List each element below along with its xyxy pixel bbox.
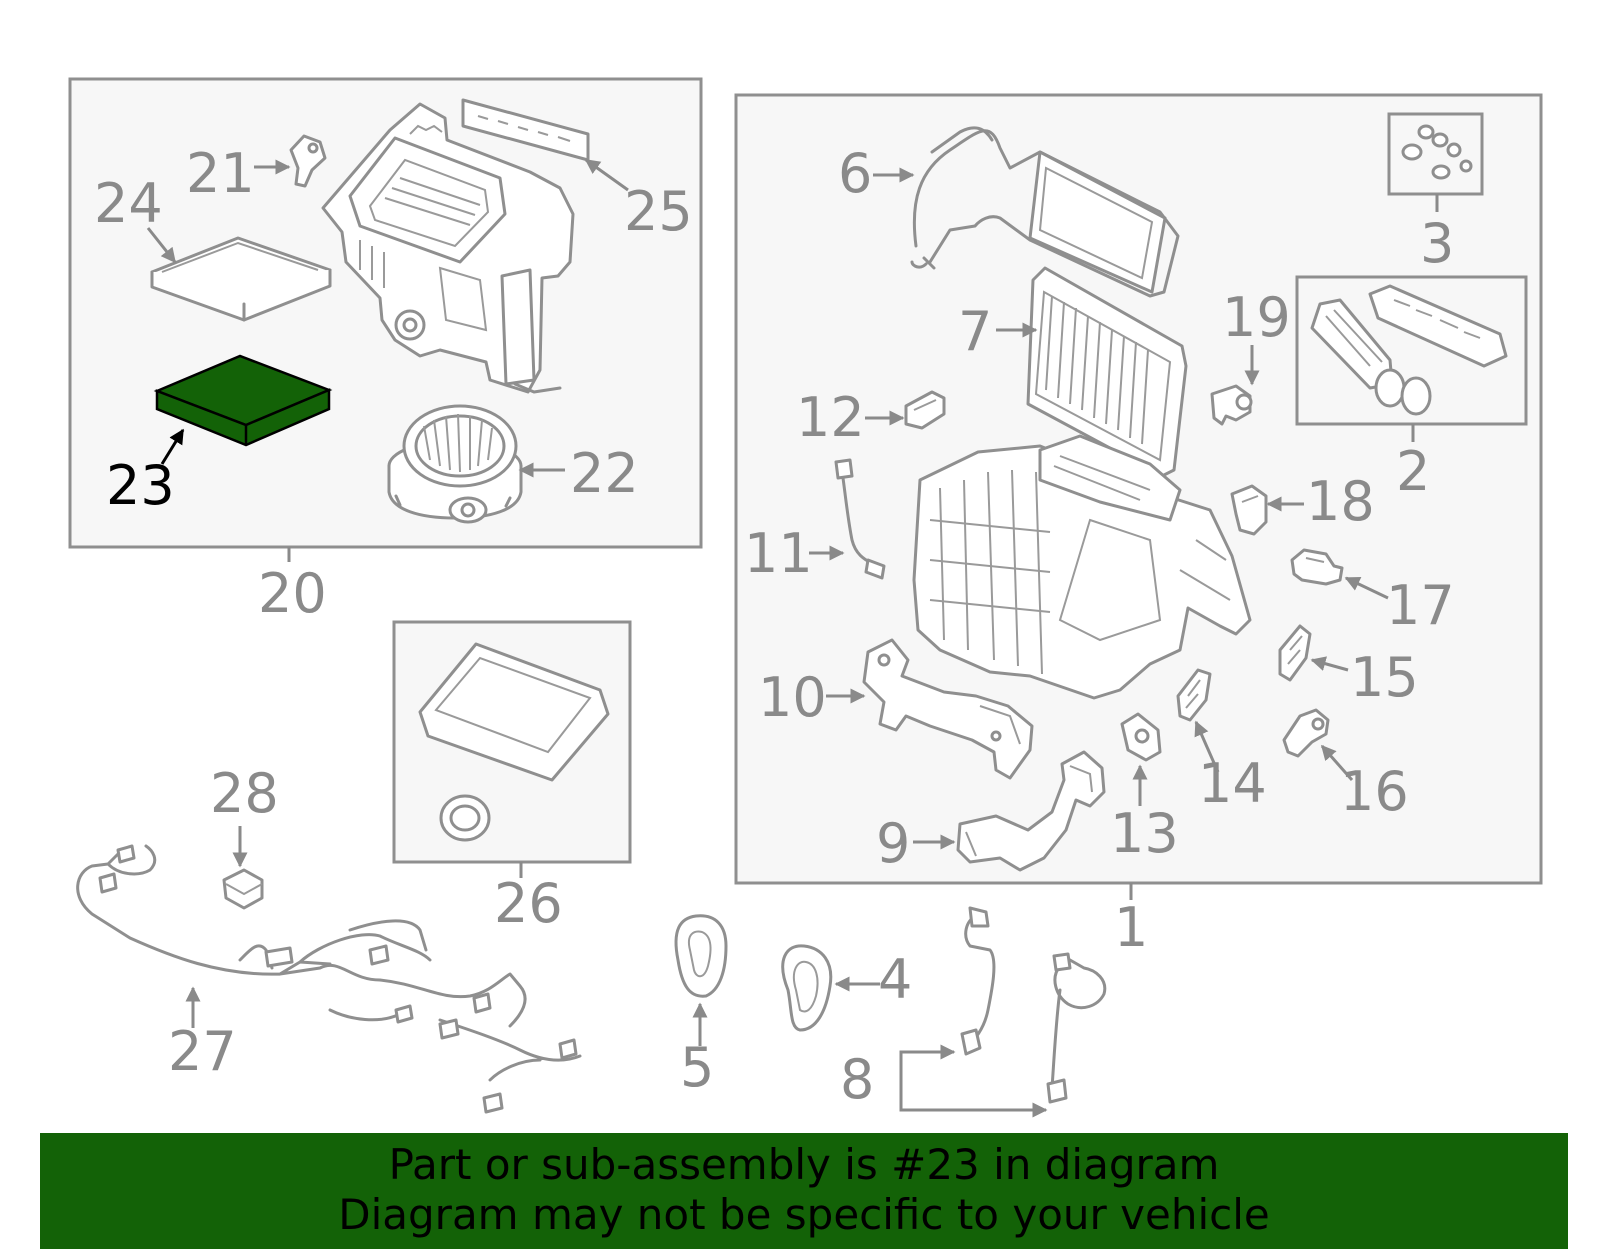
- callout-20: 20: [258, 562, 327, 625]
- callout-7: 7: [958, 300, 992, 363]
- banner-line-disclaimer: Diagram may not be specific to your vehi…: [338, 1190, 1270, 1239]
- callout-3: 3: [1420, 212, 1454, 275]
- part-5-grommet[interactable]: [674, 914, 728, 998]
- part-19-sensor[interactable]: [1210, 384, 1253, 426]
- part-7-evaporator[interactable]: [1026, 266, 1188, 478]
- part-4-grommet[interactable]: [781, 944, 833, 1032]
- banner-line-part: Part or sub-assembly is #23 in diagram: [388, 1140, 1220, 1189]
- callout-26: 26: [494, 872, 563, 935]
- callout-13: 13: [1110, 802, 1179, 865]
- part-11-wiring-harness[interactable]: [834, 458, 886, 580]
- part-26-seals: [418, 642, 610, 842]
- callout-19: 19: [1222, 286, 1291, 349]
- part-16-actuator[interactable]: [1282, 708, 1330, 758]
- callout-25: 25: [624, 180, 693, 243]
- callout-14: 14: [1198, 752, 1267, 815]
- part-2-caps-seals: [1310, 284, 1508, 416]
- callout-8: 8: [840, 1048, 874, 1111]
- part-15-seal[interactable]: [1278, 624, 1312, 682]
- part-28-connector[interactable]: [222, 868, 264, 910]
- part-24-filter-cover[interactable]: [150, 236, 332, 322]
- callout-9: 9: [876, 812, 910, 875]
- info-banner: Part or sub-assembly is #23 in diagram D…: [40, 1133, 1568, 1249]
- callout-5: 5: [680, 1036, 714, 1099]
- callout-10: 10: [758, 666, 827, 729]
- callout-2: 2: [1396, 440, 1430, 503]
- part-13-actuator[interactable]: [1120, 712, 1162, 762]
- part-17-actuator[interactable]: [1290, 548, 1344, 586]
- callout-4: 4: [878, 948, 912, 1011]
- callout-12: 12: [796, 386, 865, 449]
- part-18-actuator[interactable]: [1230, 484, 1268, 536]
- callout-24: 24: [94, 172, 163, 235]
- callout-27: 27: [168, 1020, 237, 1083]
- callout-16: 16: [1340, 760, 1409, 823]
- callout-6: 6: [838, 142, 872, 205]
- callout-28: 28: [210, 762, 279, 825]
- callout-11: 11: [744, 522, 813, 585]
- part-27-wiring-harness[interactable]: [76, 844, 582, 1114]
- callout-1: 1: [1114, 896, 1148, 959]
- part-23-cabin-air-filter[interactable]: [153, 354, 333, 447]
- part-21-sensor[interactable]: [289, 134, 327, 188]
- callout-17: 17: [1386, 574, 1455, 637]
- part-22-blower-motor[interactable]: [387, 404, 523, 524]
- part-10-bracket[interactable]: [862, 638, 1034, 780]
- part-6-heater-core[interactable]: [910, 126, 1180, 298]
- part-12-connector[interactable]: [904, 390, 946, 430]
- callout-21: 21: [186, 142, 255, 205]
- part-3-grommets: [1401, 124, 1473, 180]
- callout-23: 23: [106, 454, 175, 517]
- callout-18: 18: [1306, 470, 1375, 533]
- part-8-pipes[interactable]: [960, 906, 1107, 1104]
- part-9-duct[interactable]: [956, 750, 1106, 872]
- callout-15: 15: [1350, 646, 1419, 709]
- part-14-seal[interactable]: [1176, 668, 1212, 722]
- blower-housing: [321, 102, 575, 394]
- callout-22: 22: [570, 442, 639, 505]
- hvac-case: [912, 434, 1252, 700]
